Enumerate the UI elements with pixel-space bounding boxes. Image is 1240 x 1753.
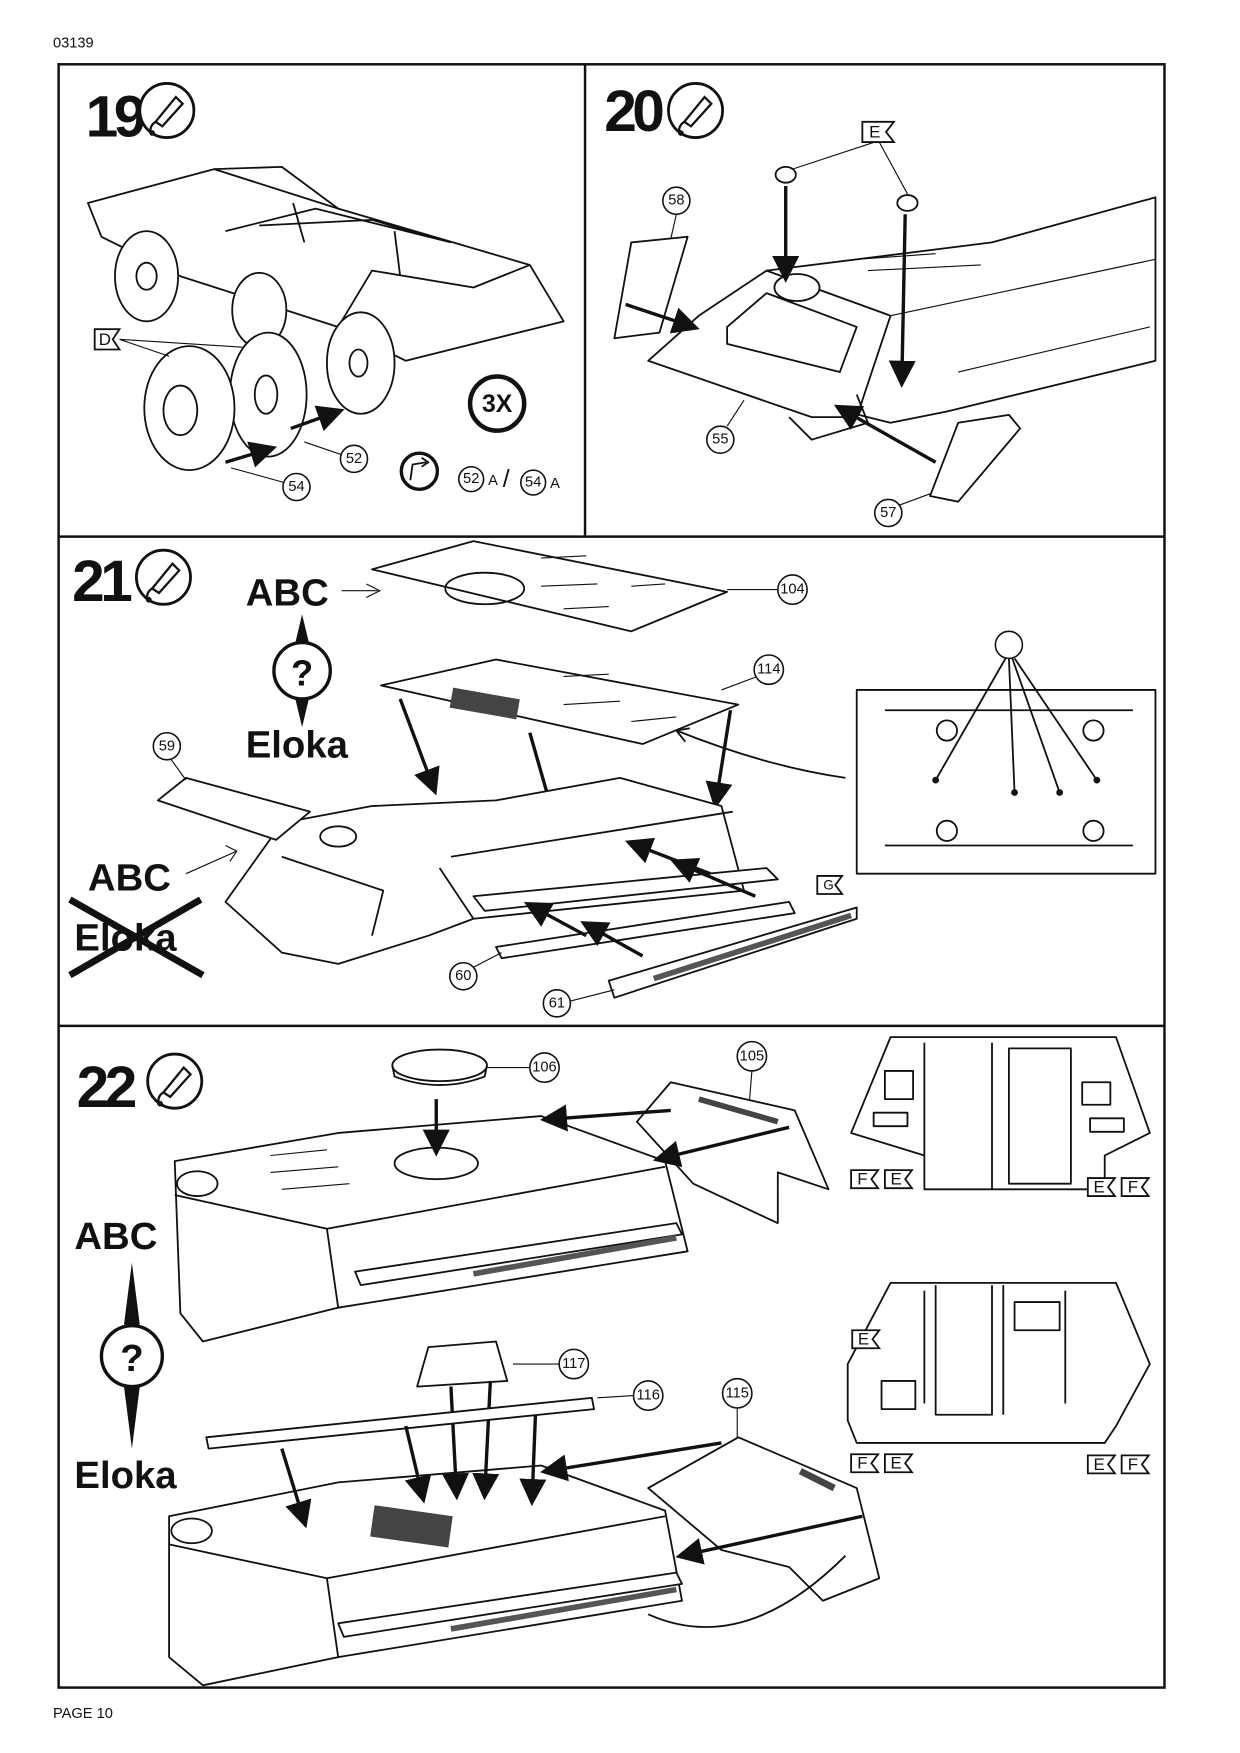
svg-text:G: G [823,877,834,892]
svg-text:54: 54 [525,475,541,491]
wheel-option-labels: 52 A / 54 A [458,465,560,496]
svg-text:55: 55 [712,432,728,448]
part-callout-55: 55 [706,399,745,454]
flag-d: D [93,328,243,357]
svg-text:A: A [550,476,560,492]
svg-text:61: 61 [549,995,565,1011]
hull-eloka-drawing [168,1464,683,1687]
svg-text:F: F [857,1170,867,1189]
svg-text:54: 54 [288,479,304,495]
part-57-hatch [833,404,1022,503]
part-105-rear [539,1081,830,1225]
variant-eloka-label: Eloka [74,1454,177,1497]
step-number: 21 [72,549,131,614]
part-callout-105: 105 [736,1040,768,1100]
svg-text:/: / [503,466,510,493]
svg-text:?: ? [291,653,313,694]
crossed-out-variants: ABC Eloka [68,844,238,979]
step-22: 22 ABC ? Eloka [74,1036,1151,1687]
svg-text:58: 58 [668,193,684,209]
multiplier-badge: 3X [467,374,527,433]
svg-text:E: E [1093,1178,1104,1197]
glue-tube-icon [134,548,192,606]
part-callout-59: 59 [152,731,187,781]
question-mark-icon: ? [99,1262,165,1449]
svg-text:104: 104 [780,582,804,598]
rear-view-inset-eloka [846,1281,1151,1444]
part-callout-54: 54 [230,467,311,502]
glue-tube-icon [146,1052,204,1110]
variant-abc-label: ABC [88,857,171,900]
page-number: PAGE 10 [53,1706,113,1722]
part-callout-60: 60 [448,952,502,991]
part-callout-58: 58 [662,186,691,240]
svg-text:59: 59 [159,738,175,754]
part-106-hatch [391,1048,488,1157]
step-number: 22 [77,1055,136,1120]
rear-view-inset-abc [850,1036,1151,1191]
detail-inset [675,630,1157,875]
glue-tube-icon [667,82,724,139]
svg-text:57: 57 [880,505,896,521]
svg-text:60: 60 [455,968,471,984]
variant-eloka-label: Eloka [246,724,349,767]
svg-text:E: E [858,1330,869,1349]
lights-parts [772,165,919,388]
step-20: 20 E 58 [604,79,1157,528]
rotate-part-icon [399,451,440,491]
plate-104 [371,540,728,633]
wheels-drawing [114,230,396,472]
step-number: 19 [86,84,145,149]
svg-text:F: F [1128,1178,1138,1197]
reference-flags: F E E F E F E E F [850,1169,1151,1475]
svg-text:105: 105 [740,1048,764,1064]
arrow-icon [341,583,382,599]
svg-text:E: E [869,122,880,141]
svg-text:E: E [891,1170,902,1189]
svg-text:52: 52 [346,451,362,467]
hull-drawing [156,776,745,965]
part-callout-61: 61 [542,989,615,1018]
svg-text:115: 115 [726,1385,749,1401]
step-number: 20 [604,79,663,144]
part-callout-115: 115 [721,1377,753,1438]
svg-text:A: A [488,473,498,489]
glue-tube-icon [138,82,196,139]
svg-text:?: ? [120,1337,143,1380]
part-callout-116: 116 [597,1380,664,1412]
svg-text:114: 114 [757,662,780,678]
question-mark-icon: ? [272,614,332,728]
hull-abc-drawing [173,1115,689,1343]
svg-text:116: 116 [637,1388,660,1404]
part-117-antenna-mount [416,1340,509,1501]
part-callout-57: 57 [873,493,931,528]
step-19: 19 D 52 54 [86,82,565,502]
svg-text:117: 117 [562,1356,585,1372]
svg-text:D: D [99,330,111,349]
part-callout-52: 52 [304,441,369,474]
part-callout-117: 117 [512,1348,590,1380]
flag-g: G [816,875,844,895]
side-rails [472,837,858,999]
svg-text:52: 52 [463,471,479,487]
svg-text:F: F [857,1454,867,1473]
svg-text:3X: 3X [482,391,513,418]
part-callout-104: 104 [727,574,808,606]
svg-text:F: F [1128,1455,1138,1474]
svg-text:106: 106 [532,1060,556,1076]
part-58-window [613,235,700,340]
page-frame [57,63,1166,1689]
step-21: 21 ABC ? Eloka [68,540,1157,1018]
svg-text:E: E [891,1454,902,1473]
flag-e: E [792,120,908,195]
svg-text:E: E [1093,1455,1104,1474]
part-callout-114: 114 [721,654,785,691]
variant-abc-label: ABC [74,1215,157,1258]
part-116-rail [205,1396,595,1529]
part-115-rear [540,1436,881,1628]
document-code: 03139 [53,35,94,51]
part-callout-106: 106 [486,1052,560,1084]
variant-abc-label: ABC [246,571,329,614]
